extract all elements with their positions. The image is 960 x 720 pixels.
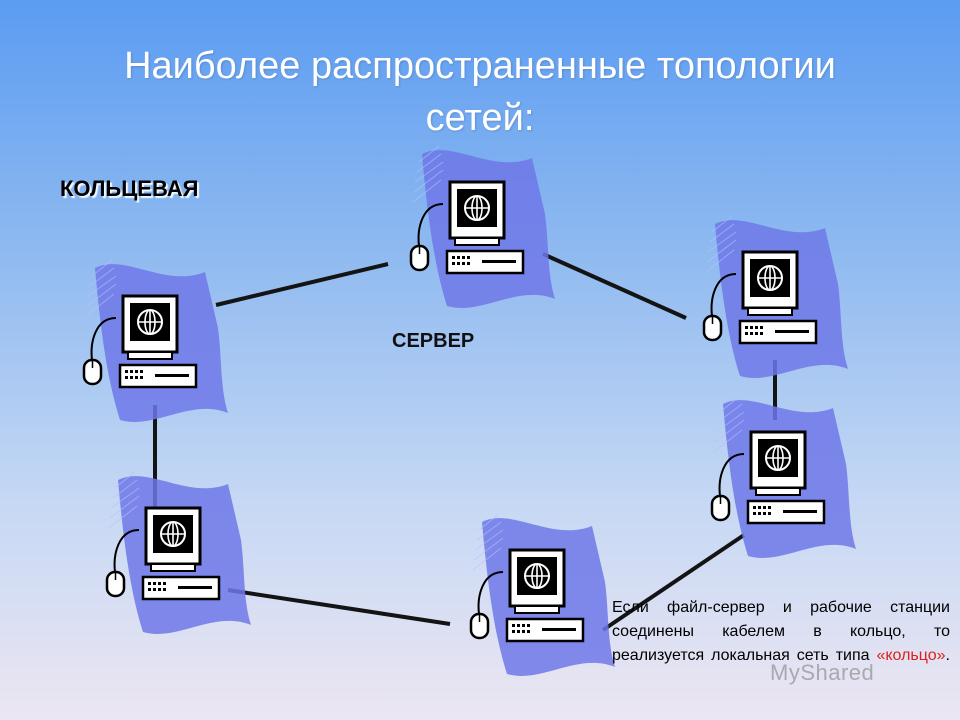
workstation-lowerleft-computer-icon (105, 470, 253, 636)
slide-title-line1: Наиболее распространенные топологии (124, 45, 836, 87)
watermark: MyShared (770, 660, 875, 685)
ring-cables (153, 252, 777, 632)
cable-lowerright-bottom (601, 533, 746, 632)
description-end: . (945, 647, 950, 664)
server-computer-icon (409, 144, 557, 310)
server-label: СЕРВЕР (392, 330, 475, 352)
workstation-lowerright-computer-icon (710, 394, 858, 560)
topology-label: КОЛЬЦЕВАЯ (60, 176, 199, 201)
workstation-left-computer-icon (82, 258, 230, 424)
description-highlight: «кольцо» (876, 647, 946, 664)
slide-title-line2: сетей: (425, 97, 535, 139)
description-main: Если файл-сервер и рабочие станции соеди… (612, 599, 950, 664)
cable-top-right (542, 252, 687, 320)
slide-title: Наиболее распространенные топологии сете… (0, 40, 960, 144)
cable-bottom-lowerleft (227, 588, 451, 626)
description-text: Если файл-сервер и рабочие станции соеди… (612, 596, 950, 668)
workstation-right-computer-icon (702, 214, 850, 380)
workstation-bottom-computer-icon (469, 512, 617, 678)
cable-left-top (215, 262, 389, 307)
